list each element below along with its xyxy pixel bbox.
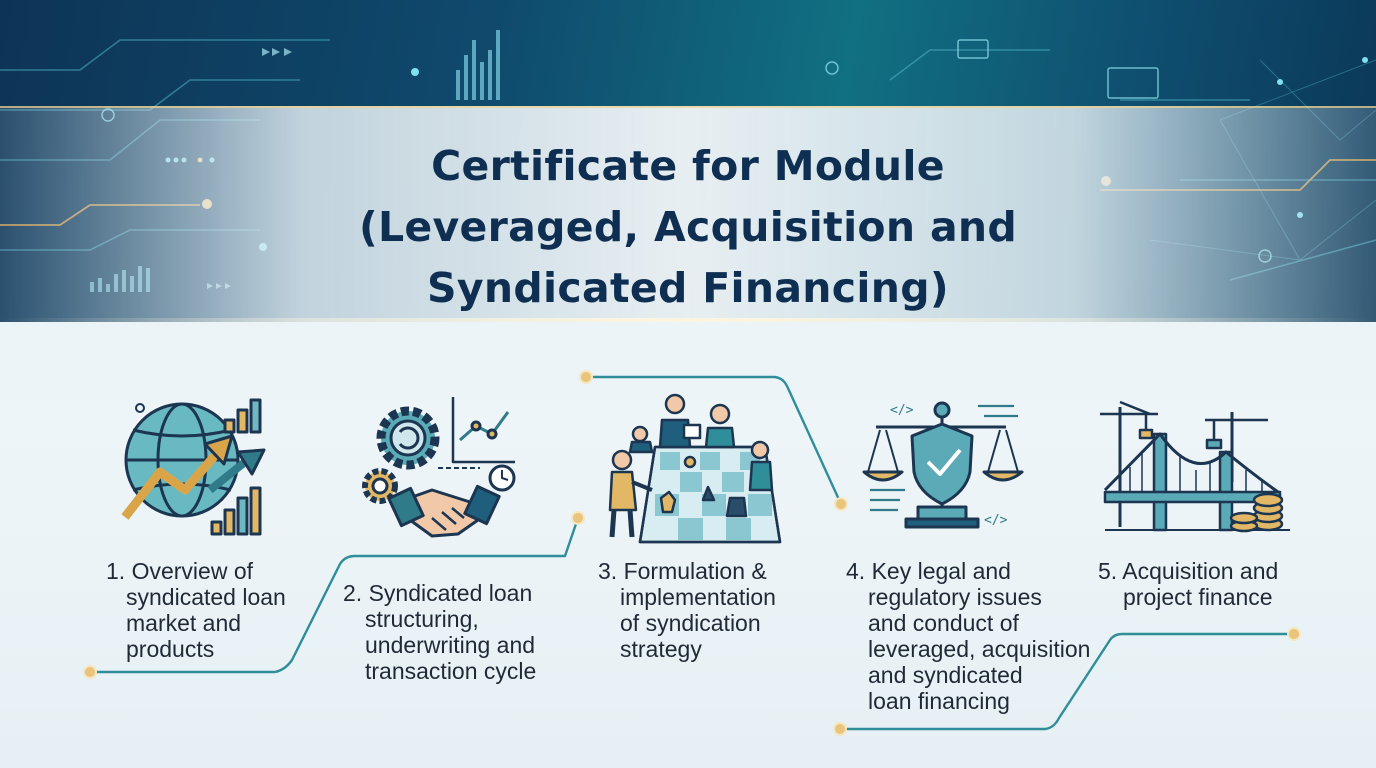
title-line-3: Syndicated Financing) bbox=[427, 264, 949, 312]
title-line-1: Certificate for Module bbox=[431, 142, 945, 190]
connector-step-1-2 bbox=[88, 516, 580, 674]
process-diagram: </> </> bbox=[83, 370, 1301, 736]
step-4-line: and syndicated bbox=[868, 662, 1023, 688]
connector-dot bbox=[834, 497, 848, 511]
step-4-label: 4. Key legal and regulatory issues and c… bbox=[846, 558, 1090, 714]
svg-text:</>: </> bbox=[890, 403, 914, 418]
connector-step-4-5 bbox=[838, 632, 1296, 731]
gears-handshake-icon bbox=[362, 397, 516, 538]
svg-text:</>: </> bbox=[984, 513, 1008, 528]
connector-step-3-4 bbox=[584, 375, 843, 506]
step-1-line: syndicated loan bbox=[126, 584, 286, 610]
step-5-line: 5. Acquisition and bbox=[1098, 558, 1279, 584]
connector-dot bbox=[571, 511, 585, 525]
step-2-line: transaction cycle bbox=[365, 658, 537, 684]
connector-dot bbox=[83, 665, 97, 679]
globe-growth-icon bbox=[121, 398, 266, 536]
connector-dot bbox=[1287, 627, 1301, 641]
step-5-label: 5. Acquisition and project finance bbox=[1098, 558, 1278, 610]
step-1-line: products bbox=[126, 636, 215, 662]
title-banner bbox=[0, 106, 1376, 322]
step-5-line: project finance bbox=[1123, 584, 1273, 610]
bridge-cranes-coins-icon bbox=[1100, 400, 1290, 533]
legal-scales-shield-icon: </> </> bbox=[862, 401, 1024, 529]
step-4-line: 4. Key legal and bbox=[846, 558, 1011, 584]
step-4-line: loan financing bbox=[868, 688, 1010, 714]
step-2-label: 2. Syndicated loan structuring, underwri… bbox=[343, 580, 536, 684]
step-4-line: leveraged, acquisition bbox=[868, 636, 1091, 662]
step-1-line: market and bbox=[126, 610, 242, 636]
step-3-line: of syndication bbox=[620, 610, 761, 636]
connector-dot bbox=[833, 722, 847, 736]
step-3-label: 3. Formulation & implementation of syndi… bbox=[598, 558, 776, 662]
step-3-line: strategy bbox=[620, 636, 702, 662]
step-1-line: 1. Overview of bbox=[106, 558, 253, 584]
step-4-line: regulatory issues bbox=[868, 584, 1042, 610]
step-3-line: implementation bbox=[620, 584, 776, 610]
step-4-line: and conduct of bbox=[868, 610, 1019, 636]
banner-glow bbox=[0, 318, 1376, 322]
title-line-2: (Leveraged, Acquisition and bbox=[358, 203, 1018, 251]
team-chessboard-icon bbox=[608, 393, 782, 544]
step-2-line: 2. Syndicated loan bbox=[343, 580, 533, 606]
header-banner: Certificate for Module (Leveraged, Acqui… bbox=[0, 0, 1376, 322]
step-1-label: 1. Overview of syndicated loan market an… bbox=[106, 558, 286, 662]
step-3-line: 3. Formulation & bbox=[598, 558, 767, 584]
page-title: Certificate for Module (Leveraged, Acqui… bbox=[188, 136, 1188, 319]
connector-dot bbox=[579, 370, 593, 384]
step-2-line: underwriting and bbox=[365, 632, 536, 658]
step-2-line: structuring, bbox=[365, 606, 479, 632]
